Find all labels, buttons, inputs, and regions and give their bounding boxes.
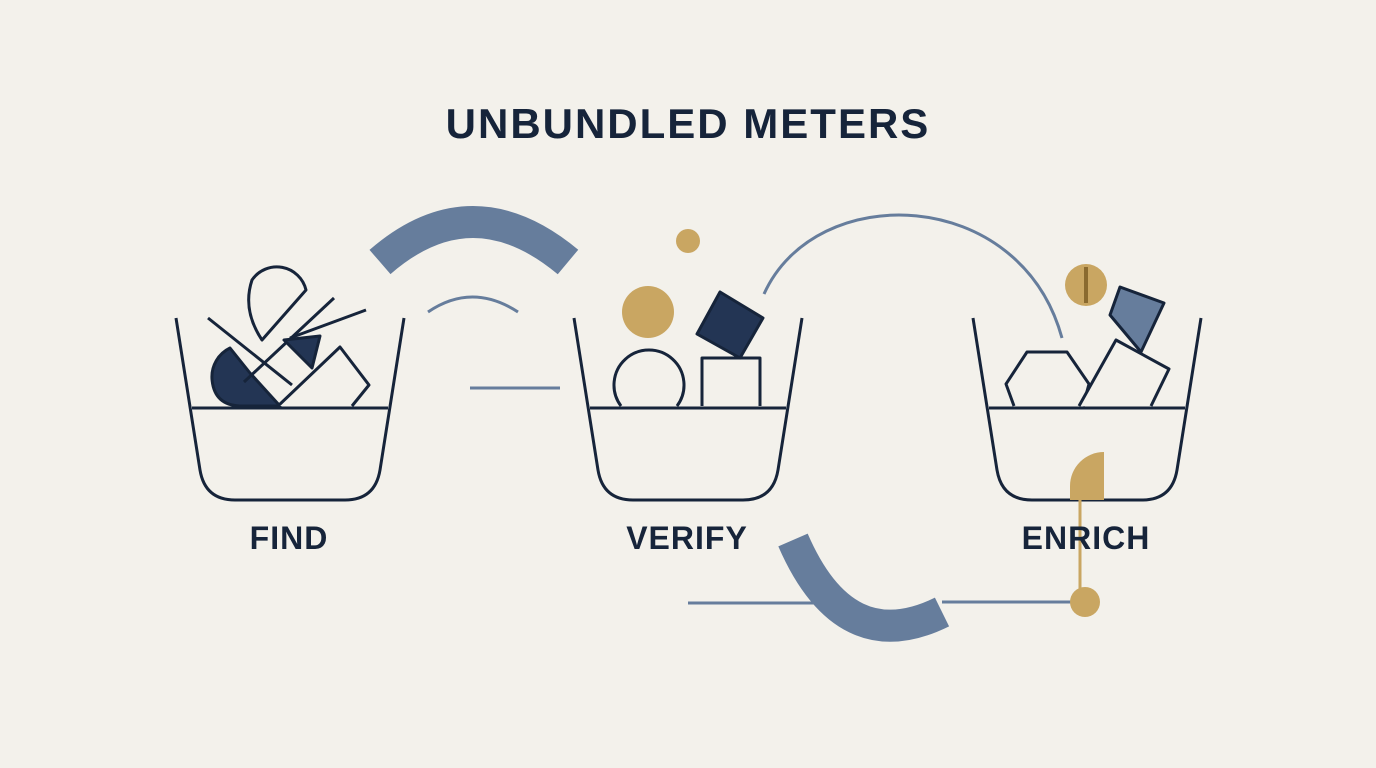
stage-label-verify: VERIFY — [626, 520, 748, 556]
verify-circle-shape — [612, 348, 686, 407]
enrich-gold-half-circle — [1070, 452, 1104, 500]
connector-loop-arc — [762, 213, 1064, 339]
stage-label-find: FIND — [249, 520, 329, 556]
stage-label-enrich: ENRICH — [1021, 520, 1151, 556]
find-stick-1 — [207, 316, 293, 387]
verify-square-shape — [700, 356, 762, 406]
enrich-hexagon-shape — [1004, 350, 1091, 407]
find-half-circle-shape — [247, 265, 308, 342]
find-stick-3 — [289, 308, 367, 340]
verify-gold-circle — [622, 286, 674, 338]
bottom-swoosh-arc — [778, 533, 950, 642]
verify-navy-diamond — [695, 290, 765, 360]
basket-find — [174, 265, 406, 502]
find-navy-circle-shape — [210, 346, 282, 408]
basket-find-outline — [174, 317, 406, 502]
basket-verify — [572, 229, 804, 502]
connector-arc-thin — [427, 295, 519, 314]
verify-gold-dot-small — [676, 229, 700, 253]
basket-enrich — [971, 264, 1203, 617]
enrich-gold-node — [1070, 587, 1100, 617]
diagram-title: UNBUNDLED METERS — [445, 100, 931, 147]
find-navy-triangle-shape — [282, 334, 322, 370]
connector-arc-thick — [369, 206, 579, 275]
enrich-triangle-shape — [1077, 338, 1171, 407]
find-diamond-shape — [276, 345, 371, 408]
basket-verify-outline — [572, 317, 804, 502]
